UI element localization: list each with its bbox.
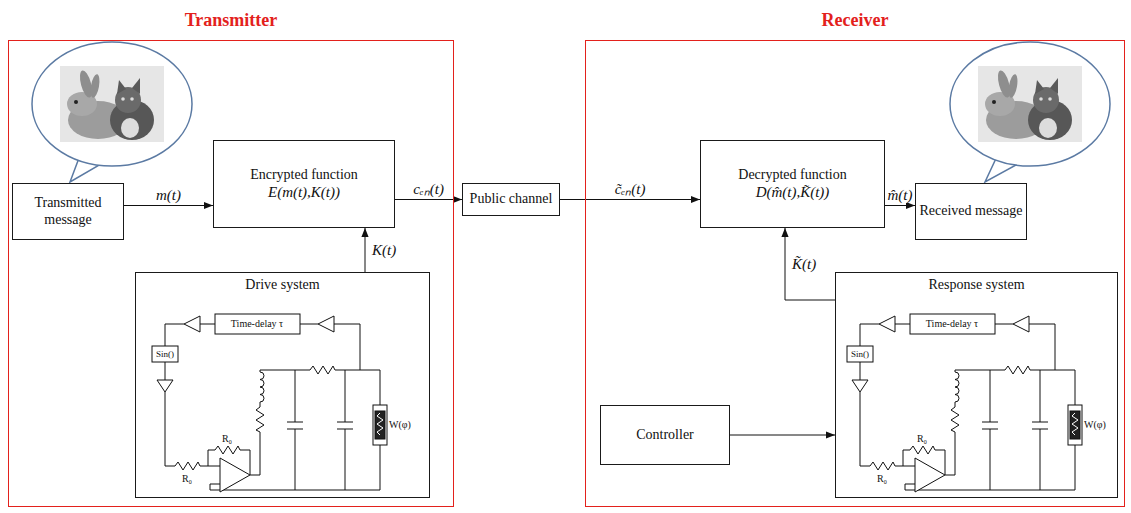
signal-label: K̃(t) (790, 257, 818, 272)
circuit-schematic (847, 314, 1082, 492)
formula-text: E(m(t),K(t)) (268, 183, 340, 201)
signal-label: K(t) (370, 243, 398, 258)
component-label: Time-delay τ (230, 319, 284, 329)
signal-arrow (785, 228, 835, 300)
box-label: Public channel (470, 191, 553, 208)
box-label: Controller (636, 427, 694, 444)
component-label: R₀ (221, 434, 233, 444)
box-label: Received message (919, 203, 1022, 220)
system-box: Response system (835, 272, 1118, 498)
component-label: R₀ (181, 474, 193, 484)
speech-bubble (950, 42, 1110, 182)
box-heading: Receiver (586, 10, 1124, 32)
system-box: Drive system (135, 272, 430, 498)
process-box: Decrypted functionD(m̂(t),K̃(t)) (700, 140, 885, 228)
signal-label: m̂(t) (886, 188, 915, 203)
signal-label: m(t) (154, 188, 183, 203)
box-label: Transmitted message (13, 195, 123, 229)
signal-arrow (730, 435, 835, 436)
process-box: Encrypted functionE(m(t),K(t)) (213, 140, 395, 228)
component-label: W(φ) (388, 420, 412, 430)
process-box: Controller (600, 405, 730, 465)
signal-arrow (395, 199, 462, 200)
circuit-schematic (152, 314, 387, 492)
process-box: Received message (915, 183, 1027, 240)
component-label: R₀ (916, 434, 928, 444)
component-label: Sin() (850, 350, 870, 359)
box-heading: Drive system (136, 277, 429, 294)
component-label: Sin() (155, 350, 175, 359)
component-label: W(φ) (1083, 420, 1107, 430)
process-box: Public channel (462, 183, 560, 216)
box-label: Encrypted function (250, 167, 358, 184)
signal-arrow (365, 228, 366, 272)
signal-arrow (124, 205, 213, 206)
signal-arrow (885, 205, 915, 206)
panel-frame: Decrypted functionD(m̂(t),K̃(t)) Received… (585, 40, 1125, 507)
speech-bubble (32, 42, 192, 182)
box-heading: Response system (836, 277, 1117, 294)
signal-label: cₑₙ(t) (411, 182, 446, 197)
process-box: Transmitted message (12, 183, 124, 240)
component-label: R₀ (876, 474, 888, 484)
signal-label: c̃ₑₙ(t) (613, 182, 648, 197)
box-label: Decrypted function (738, 167, 846, 184)
component-label: Time-delay τ (925, 319, 979, 329)
signal-arrow (560, 199, 700, 200)
formula-text: D(m̂(t),K̃(t)) (756, 183, 830, 201)
box-heading: Transmitter (9, 10, 453, 32)
